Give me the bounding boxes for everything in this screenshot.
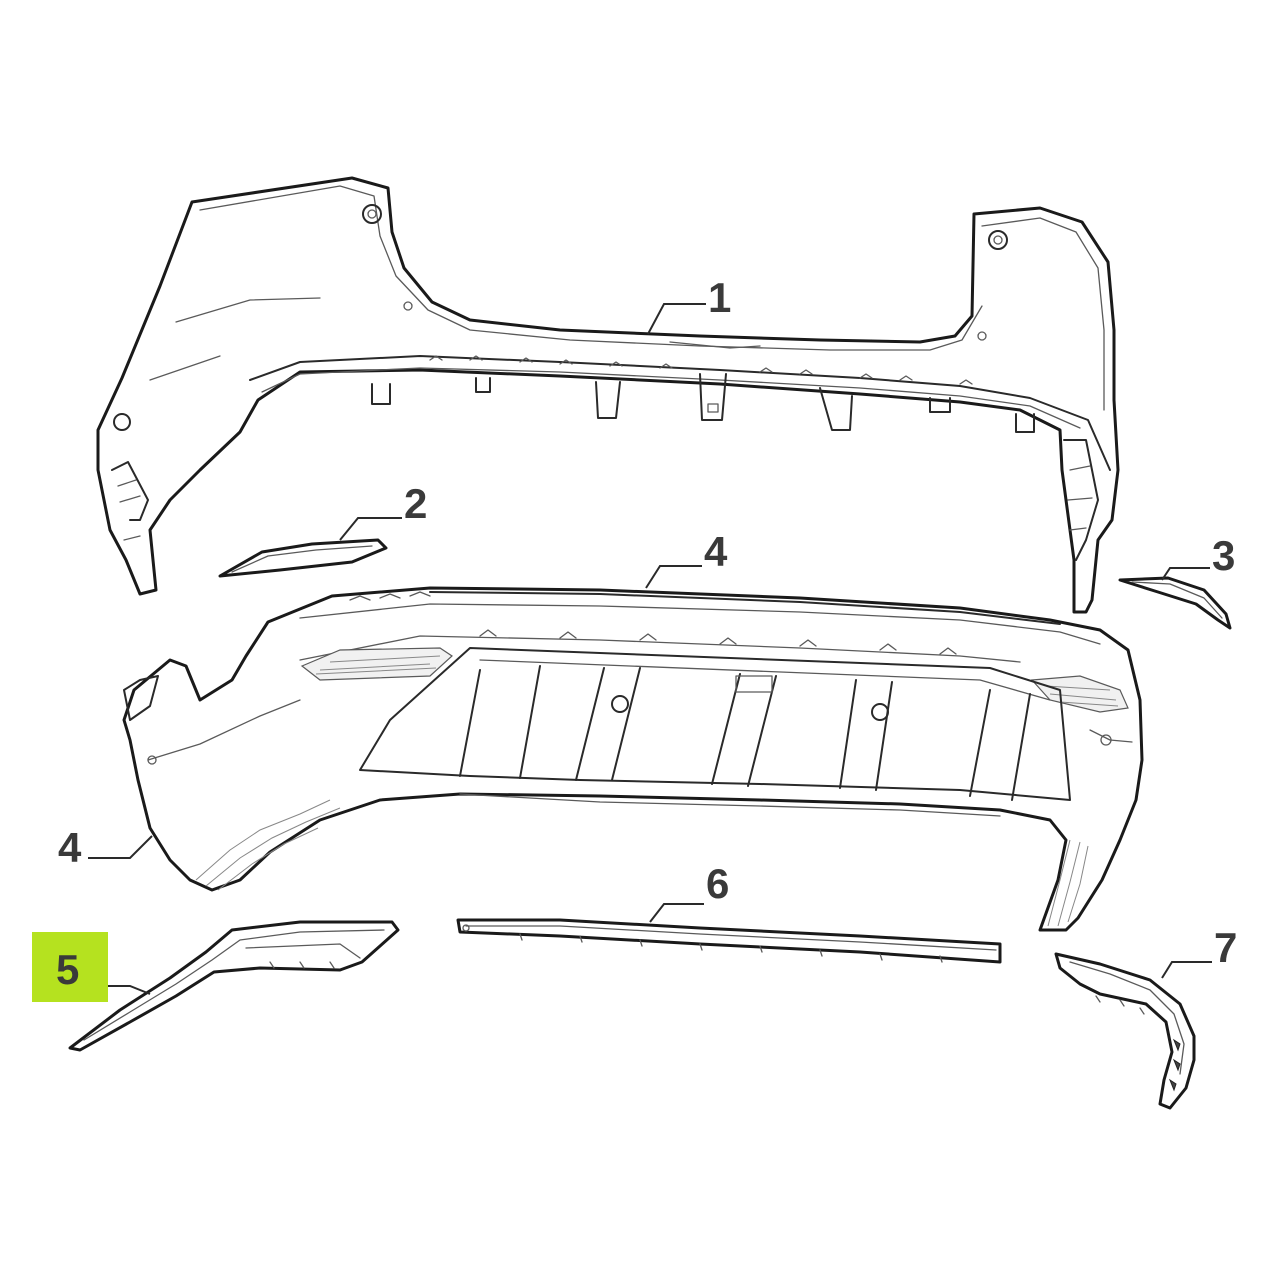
callout-4-left: 4 (58, 824, 82, 871)
callout-labels: 1 2 3 4 4 5 6 7 (32, 274, 1237, 1002)
part-5-left-lower-trim (68, 920, 400, 1052)
part-4-lower-bumper-diffuser (122, 586, 1144, 932)
callout-2: 2 (404, 480, 427, 527)
part-3-right-reflector (1118, 576, 1232, 630)
callout-7: 7 (1214, 924, 1237, 971)
leader-1 (647, 303, 706, 335)
callout-4-top: 4 (704, 528, 728, 575)
leader-4-left (88, 835, 153, 859)
leader-4-top (645, 565, 702, 589)
part-7-right-lower-trim (1054, 952, 1196, 1110)
leader-6 (649, 903, 704, 923)
callout-5: 5 (56, 946, 79, 993)
highlight-box-5 (32, 932, 108, 1002)
callout-1: 1 (708, 274, 731, 321)
leader-5 (108, 985, 151, 995)
leader-3 (1161, 567, 1210, 581)
callout-3: 3 (1212, 532, 1235, 579)
leader-2 (339, 517, 402, 541)
callout-6: 6 (706, 860, 729, 907)
leader-lines (88, 303, 1212, 995)
part-1-bumper-cover (96, 176, 1120, 614)
part-2-left-reflector (218, 538, 388, 578)
leader-7 (1161, 961, 1212, 979)
part-6-center-strip (456, 918, 1002, 964)
